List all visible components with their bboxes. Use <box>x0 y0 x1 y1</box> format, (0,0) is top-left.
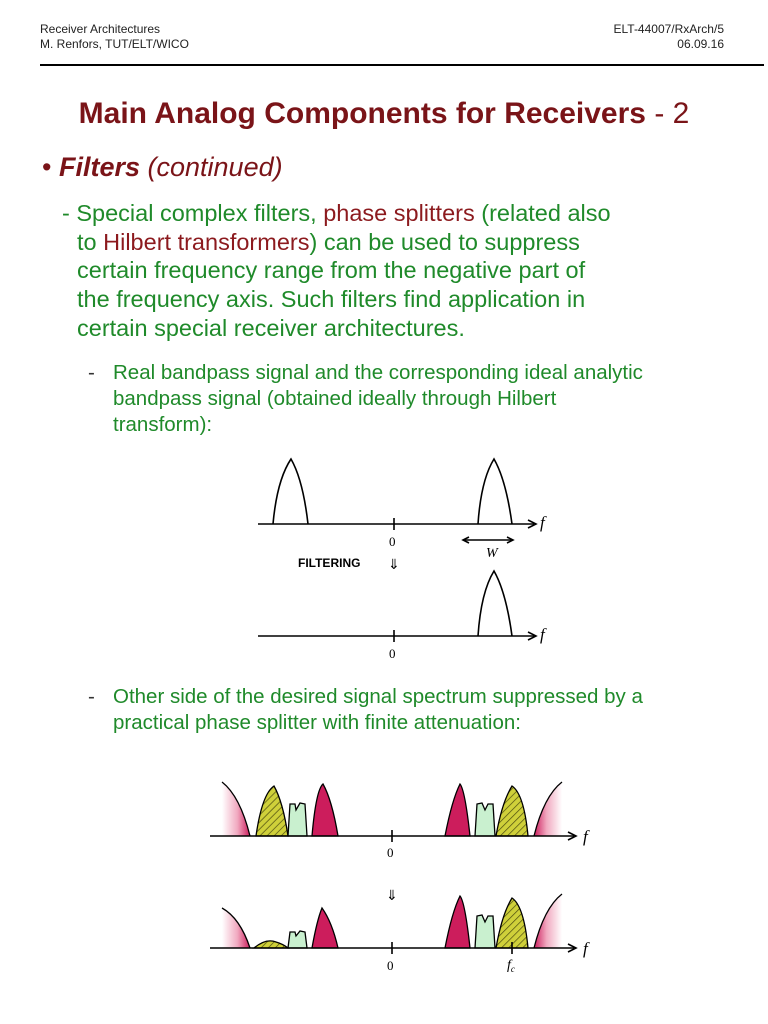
bullet-dot: • <box>42 152 52 182</box>
bullet-note: (continued) <box>147 152 283 182</box>
f-label: f <box>540 513 547 532</box>
interferer-green-positive <box>474 914 496 949</box>
header-rule <box>40 64 764 66</box>
sub-item-line: Real bandpass signal and the correspondi… <box>113 361 643 384</box>
author: M. Renfors, TUT/ELT/WICO <box>40 37 189 51</box>
edge-signal-left <box>222 782 250 836</box>
hilbert-term: Hilbert transformers <box>103 228 310 255</box>
f-label: f <box>583 827 590 846</box>
sub-item-line: transform): <box>113 413 213 436</box>
figure-practical-spectrum: f 0 ⇓ f 0 fc <box>210 781 590 974</box>
slide-title-suffix: - 2 <box>654 97 690 130</box>
slide-title-main: Main Analog Components for Receivers <box>78 97 646 130</box>
desired-signal-positive <box>495 897 529 949</box>
paragraph-line-5: certain special receiver architectures. <box>77 314 465 341</box>
zero-label: 0 <box>387 958 394 973</box>
zero-label: 0 <box>389 646 396 661</box>
interferer-green-negative <box>287 802 308 837</box>
f-label: f <box>583 939 590 958</box>
sub-item-analytic: - Real bandpass signal and the correspon… <box>88 360 758 438</box>
desired-signal-negative <box>255 785 289 837</box>
paragraph-line-4: the frequency axis. Such filters find ap… <box>77 286 586 313</box>
f-label: f <box>540 625 547 644</box>
desired-signal-positive <box>495 785 529 837</box>
figure-ideal-spectrum: f 0 W FILTERING ⇓ f 0 <box>258 457 547 661</box>
sub-item-line: Other side of the desired signal spectru… <box>113 685 643 708</box>
edge-signal-right <box>534 782 562 836</box>
interferer-red-negative <box>311 782 339 837</box>
bullet-filters: • Filters (continued) <box>42 152 283 183</box>
sub-dash: - <box>88 685 95 708</box>
sub-item-practical: - Other side of the desired signal spect… <box>88 684 758 736</box>
desired-signal-negative-attenuated <box>252 940 290 949</box>
bullet-label: Filters <box>58 152 140 182</box>
down-arrow-icon: ⇓ <box>388 556 400 572</box>
fc-label: fc <box>507 958 515 974</box>
paragraph-line-1: - Special complex filters, phase splitte… <box>62 200 611 226</box>
sub-dash: - <box>88 361 95 384</box>
down-arrow-icon: ⇓ <box>386 887 398 903</box>
main-paragraph: - Special complex filters, phase splitte… <box>62 199 722 343</box>
course-code: ELT-44007/RxArch/5 <box>613 22 724 36</box>
interferer-green-positive <box>474 802 496 837</box>
paragraph-line-2: to Hilbert transformers) can be used to … <box>77 228 580 255</box>
interferer-red-positive <box>444 782 471 837</box>
sub-item-line: practical phase splitter with finite att… <box>113 711 521 734</box>
zero-label: 0 <box>389 534 396 549</box>
band-negative <box>272 457 309 525</box>
edge-signal-left-attenuated <box>222 908 250 948</box>
interferer-red-positive <box>444 894 471 949</box>
zero-label: 0 <box>387 845 394 860</box>
phase-splitters-term: phase splitters <box>323 200 475 226</box>
paragraph-line-3: certain frequency range from the negativ… <box>77 257 586 284</box>
header-right: ELT-44007/RxArch/5 06.09.16 <box>613 22 724 52</box>
edge-signal-right <box>534 894 562 948</box>
course-title: Receiver Architectures <box>40 22 161 36</box>
band-analytic <box>477 569 513 637</box>
date: 06.09.16 <box>677 37 724 51</box>
interferer-green-negative-attenuated <box>287 930 308 949</box>
filtering-label: FILTERING <box>298 556 360 570</box>
header-left: Receiver Architectures M. Renfors, TUT/E… <box>40 22 189 52</box>
w-label: W <box>486 546 499 561</box>
sub-item-line: bandpass signal (obtained ideally throug… <box>113 387 557 410</box>
slide-title: Main Analog Components for Receivers - 2 <box>0 97 768 131</box>
axis-arrow <box>527 519 538 529</box>
band-positive <box>477 457 513 525</box>
interferer-red-negative-attenuated <box>311 906 339 949</box>
